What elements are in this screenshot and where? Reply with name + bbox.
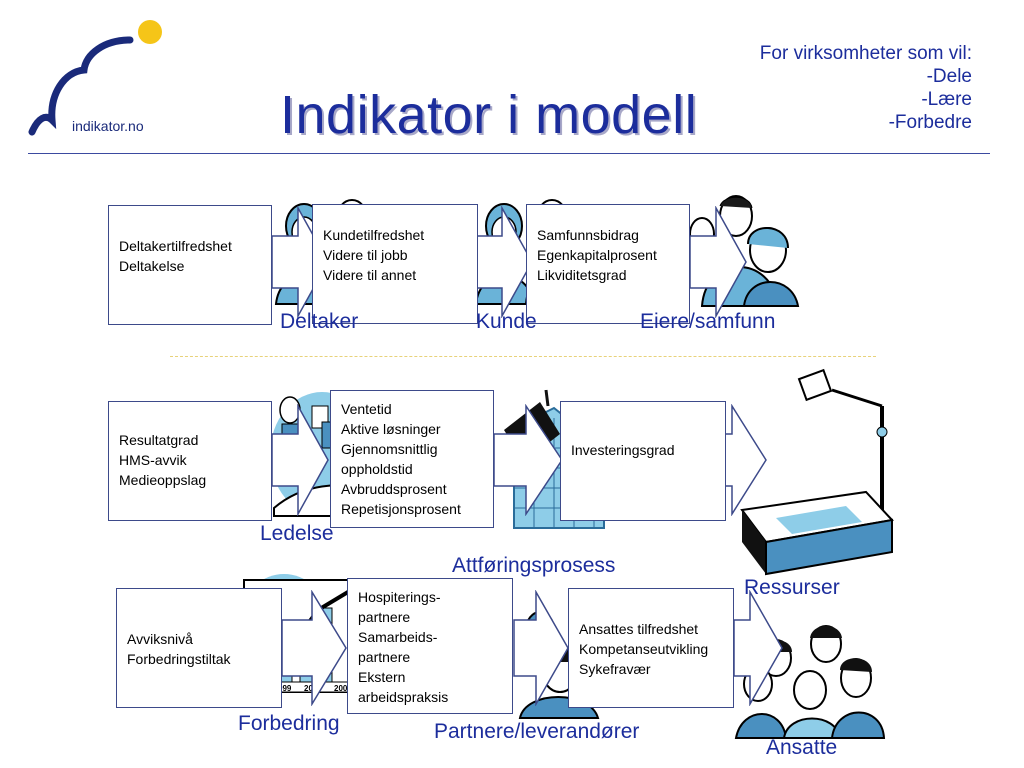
- people-icon: [734, 625, 886, 739]
- indicator-box-partnere: Hospiterings- partnere Samarbeids- partn…: [347, 578, 513, 714]
- stakeholder-label: Attføringsprosess: [452, 554, 616, 577]
- logo-arc-icon: [28, 36, 134, 136]
- indicator-line: Samarbeids-: [358, 629, 438, 645]
- indicator-line: Kundetilfredshet: [323, 227, 425, 243]
- arrow-right-icon: [271, 404, 329, 516]
- indicator-box-eiere: Samfunnsbidrag Egenkapitalprosent Likvid…: [526, 204, 690, 324]
- stakeholder-label: Ansatte: [766, 736, 838, 759]
- indicator-line: Forbedringstiltak: [127, 651, 231, 667]
- indicator-line: Deltakertilfredshet: [119, 238, 232, 254]
- stakeholder-label: Ressurser: [744, 576, 840, 599]
- section-divider: [170, 356, 876, 357]
- tagline-line: For virksomheter som vil:: [759, 43, 972, 64]
- indicator-line: Repetisjonsprosent: [341, 501, 461, 517]
- arrow-right-icon: [733, 590, 783, 706]
- indicator-line: partnere: [358, 609, 411, 625]
- stakeholder-label: Deltaker: [280, 310, 359, 333]
- indicator-box-attforingsprosess: Ventetid Aktive løsninger Gjennomsnittli…: [330, 390, 494, 528]
- indicator-box-ledelse: Resultatgrad HMS-avvik Medieoppslag: [108, 401, 272, 521]
- indicator-line: Samfunnsbidrag: [537, 227, 639, 243]
- indicator-line: Kompetanseutvikling: [579, 641, 709, 657]
- stakeholder-label: Kunde: [476, 310, 537, 333]
- indicator-line: oppholdstid: [341, 461, 413, 477]
- indicator-line: Egenkapitalprosent: [537, 247, 657, 263]
- indicator-line: arbeidspraksis: [358, 689, 449, 705]
- chart-year-label: 999: [278, 684, 292, 693]
- tagline-line: -Forbedre: [888, 112, 972, 133]
- overhead-projector-icon: [740, 368, 894, 576]
- arrow-right-icon: [723, 404, 767, 516]
- tagline: For virksomheter som vil: -Dele -Lære -F…: [760, 42, 972, 134]
- indicator-line: Videre til jobb: [323, 247, 408, 263]
- arrow-right-icon: [513, 590, 569, 706]
- stakeholder-label: Ledelse: [260, 522, 334, 545]
- indicator-line: Aktive løsninger: [341, 421, 441, 437]
- tagline-line: -Lære: [921, 89, 972, 110]
- stakeholder-label: Forbedring: [238, 712, 340, 735]
- indicator-box-deltaker: Deltakertilfredshet Deltakelse: [108, 205, 272, 325]
- indicator-line: Gjennomsnittlig: [341, 441, 438, 457]
- arrow-right-icon: [281, 590, 347, 706]
- tagline-line: -Dele: [926, 66, 972, 87]
- arrow-right-icon: [493, 404, 563, 516]
- indicator-line: Investeringsgrad: [571, 442, 675, 458]
- chart-year-label: 200: [334, 684, 348, 693]
- indicator-box-kunde: Kundetilfredshet Videre til jobb Videre …: [312, 204, 478, 324]
- indicator-line: Sykefravær: [579, 661, 651, 677]
- page-title: Indikator i modell: [280, 85, 698, 145]
- stakeholder-label: Eiere/samfunn: [640, 310, 776, 333]
- indicator-box-forbedring: Avviksnivå Forbedringstiltak: [116, 588, 282, 708]
- indicator-line: Ekstern: [358, 669, 406, 685]
- indicator-line: Ventetid: [341, 401, 392, 417]
- indicator-line: HMS-avvik: [119, 452, 187, 468]
- arrow-right-icon: [689, 206, 747, 318]
- indicator-line: Avviksnivå: [127, 631, 193, 647]
- indicator-line: Ansattes tilfredshet: [579, 621, 699, 637]
- logo-text: indikator.no: [72, 118, 144, 134]
- indicator-line: Avbruddsprosent: [341, 481, 447, 497]
- indicator-line: Deltakelse: [119, 258, 185, 274]
- header-divider: [28, 153, 990, 154]
- indicator-line: Medieoppslag: [119, 472, 207, 488]
- arrow-right-icon: [475, 206, 533, 318]
- sun-icon: [138, 20, 162, 44]
- indicator-line: Hospiterings-: [358, 589, 441, 605]
- indicator-box-ansatte: Ansattes tilfredshet Kompetanseutvikling…: [568, 588, 734, 708]
- indicator-line: partnere: [358, 649, 411, 665]
- indicator-box-ressurser: Investeringsgrad: [560, 401, 726, 521]
- indicator-line: Videre til annet: [323, 267, 417, 283]
- indicator-line: Resultatgrad: [119, 432, 199, 448]
- indicator-line: Likviditetsgrad: [537, 267, 627, 283]
- stakeholder-label: Partnere/leverandører: [434, 720, 640, 743]
